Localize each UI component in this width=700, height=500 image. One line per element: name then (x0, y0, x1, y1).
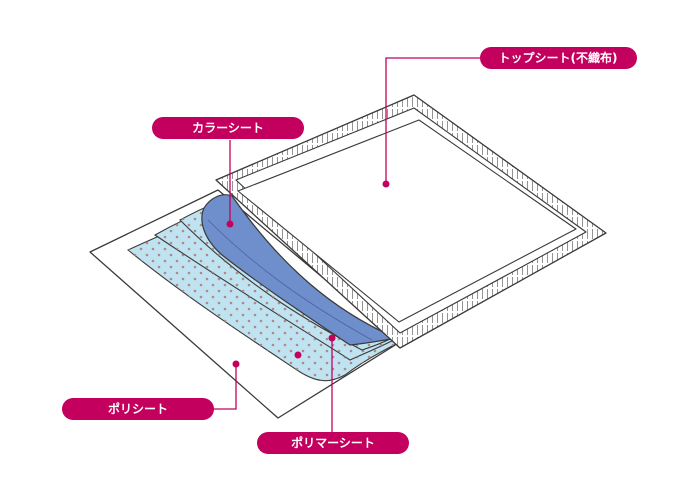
leader-lines (212, 57, 480, 432)
label-poly-sheet: ポリシート (62, 398, 214, 420)
top-sheet-leader (385, 57, 480, 184)
poly-sheet-leader (212, 364, 237, 410)
label-color-sheet: カラーシート (152, 117, 304, 139)
polymer-sheet-dot (294, 351, 302, 359)
top-sheet-dot (382, 180, 390, 188)
label-color-sheet-text: カラーシート (192, 121, 264, 135)
label-poly-sheet-text: ポリシート (108, 401, 168, 416)
label-polymer-sheet: ポリマーシート (257, 432, 409, 454)
label-top-sheet: トップシート(不織布) (480, 47, 637, 69)
poly-sheet-dot (232, 360, 240, 368)
label-polymer-sheet-text: ポリマーシート (291, 435, 375, 450)
leader-dots (226, 180, 390, 368)
color-sheet-dot (226, 220, 234, 228)
color-sheet (201, 194, 399, 346)
polymer-sheet-dot-2 (328, 334, 336, 342)
label-top-sheet-text: トップシート(不織布) (499, 50, 618, 65)
top-sheet (215, 94, 607, 349)
